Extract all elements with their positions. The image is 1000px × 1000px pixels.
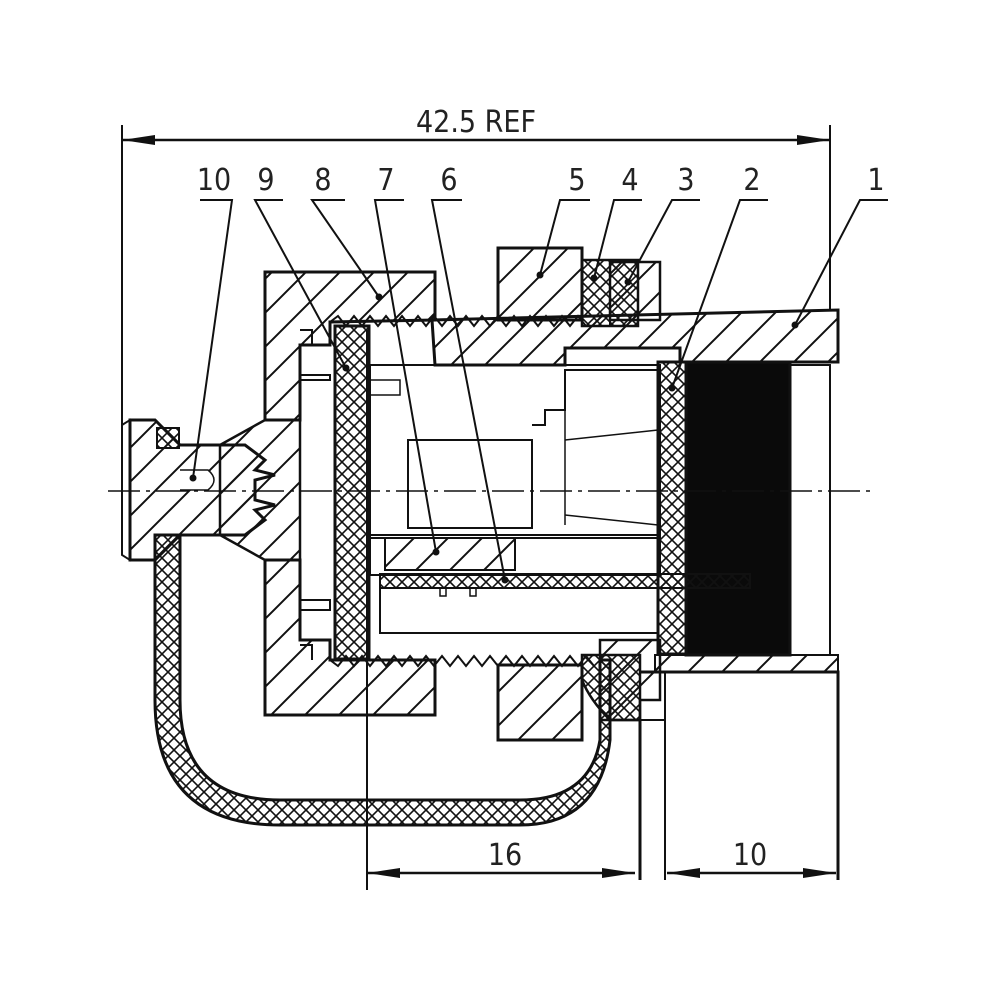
- overall-dimension: 42.5 REF: [121, 105, 831, 460]
- part-label-3: 3: [677, 163, 694, 198]
- part-labels: 1 2 3 4 5 6 7 8 9 10: [197, 163, 885, 198]
- part-9-gasket: [333, 324, 371, 661]
- bottom-dimensions: 16 10: [366, 330, 836, 890]
- part-2-filter: [656, 360, 831, 657]
- leader-dots: [189, 271, 799, 584]
- part-label-9: 9: [257, 163, 274, 198]
- dimension-10-label: 10: [733, 838, 767, 873]
- part-label-6: 6: [440, 163, 457, 198]
- part-label-4: 4: [621, 163, 638, 198]
- part-label-2: 2: [743, 163, 760, 198]
- leader-lines: [192, 199, 888, 581]
- overall-dimension-label: 42.5 REF: [416, 105, 536, 140]
- part-3-4-seals: [580, 258, 642, 722]
- part-label-1: 1: [867, 163, 884, 198]
- dimension-16-label: 16: [488, 838, 522, 873]
- part-10-stopper: [121, 418, 612, 827]
- part-label-7: 7: [377, 163, 394, 198]
- part-label-10: 10: [197, 163, 231, 198]
- part-5-ring: [496, 246, 584, 742]
- part-label-8: 8: [314, 163, 331, 198]
- inner-cartridge: [299, 364, 751, 634]
- part-label-5: 5: [568, 163, 585, 198]
